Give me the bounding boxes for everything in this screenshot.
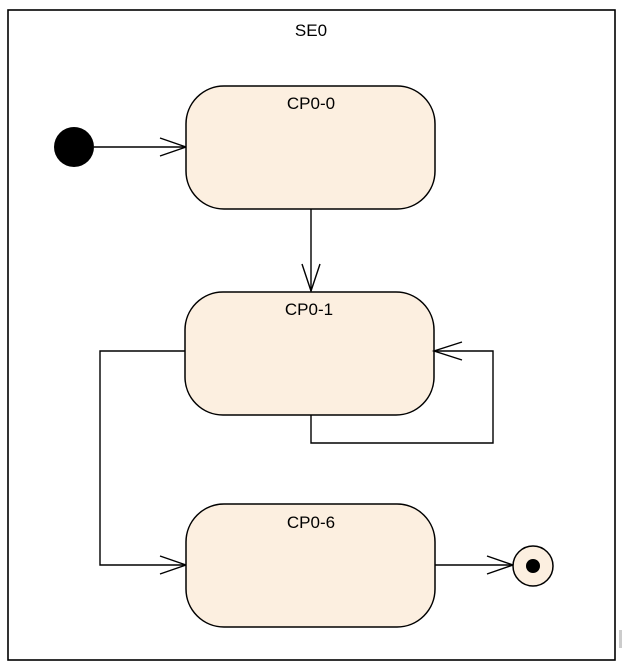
state-cp0-0-label: CP0-0 — [287, 94, 335, 113]
state-cp0-6-label: CP0-6 — [287, 513, 335, 532]
transition-cp0-0-to-cp0-1 — [301, 209, 321, 294]
initial-node — [54, 127, 94, 167]
composite-state-label: SE0 — [295, 21, 327, 40]
figure-code-mark — [619, 630, 622, 648]
transition-cp0-1-self-loop — [310, 341, 494, 444]
state-cp0-1-label: CP0-1 — [285, 300, 333, 319]
state-cp0-1: CP0-1 — [184, 291, 435, 416]
state-cp0-1-box — [184, 291, 435, 416]
final-node — [512, 545, 554, 587]
state-cp0-6: CP0-6 — [185, 503, 436, 628]
state-cp0-0: CP0-0 — [185, 85, 436, 210]
